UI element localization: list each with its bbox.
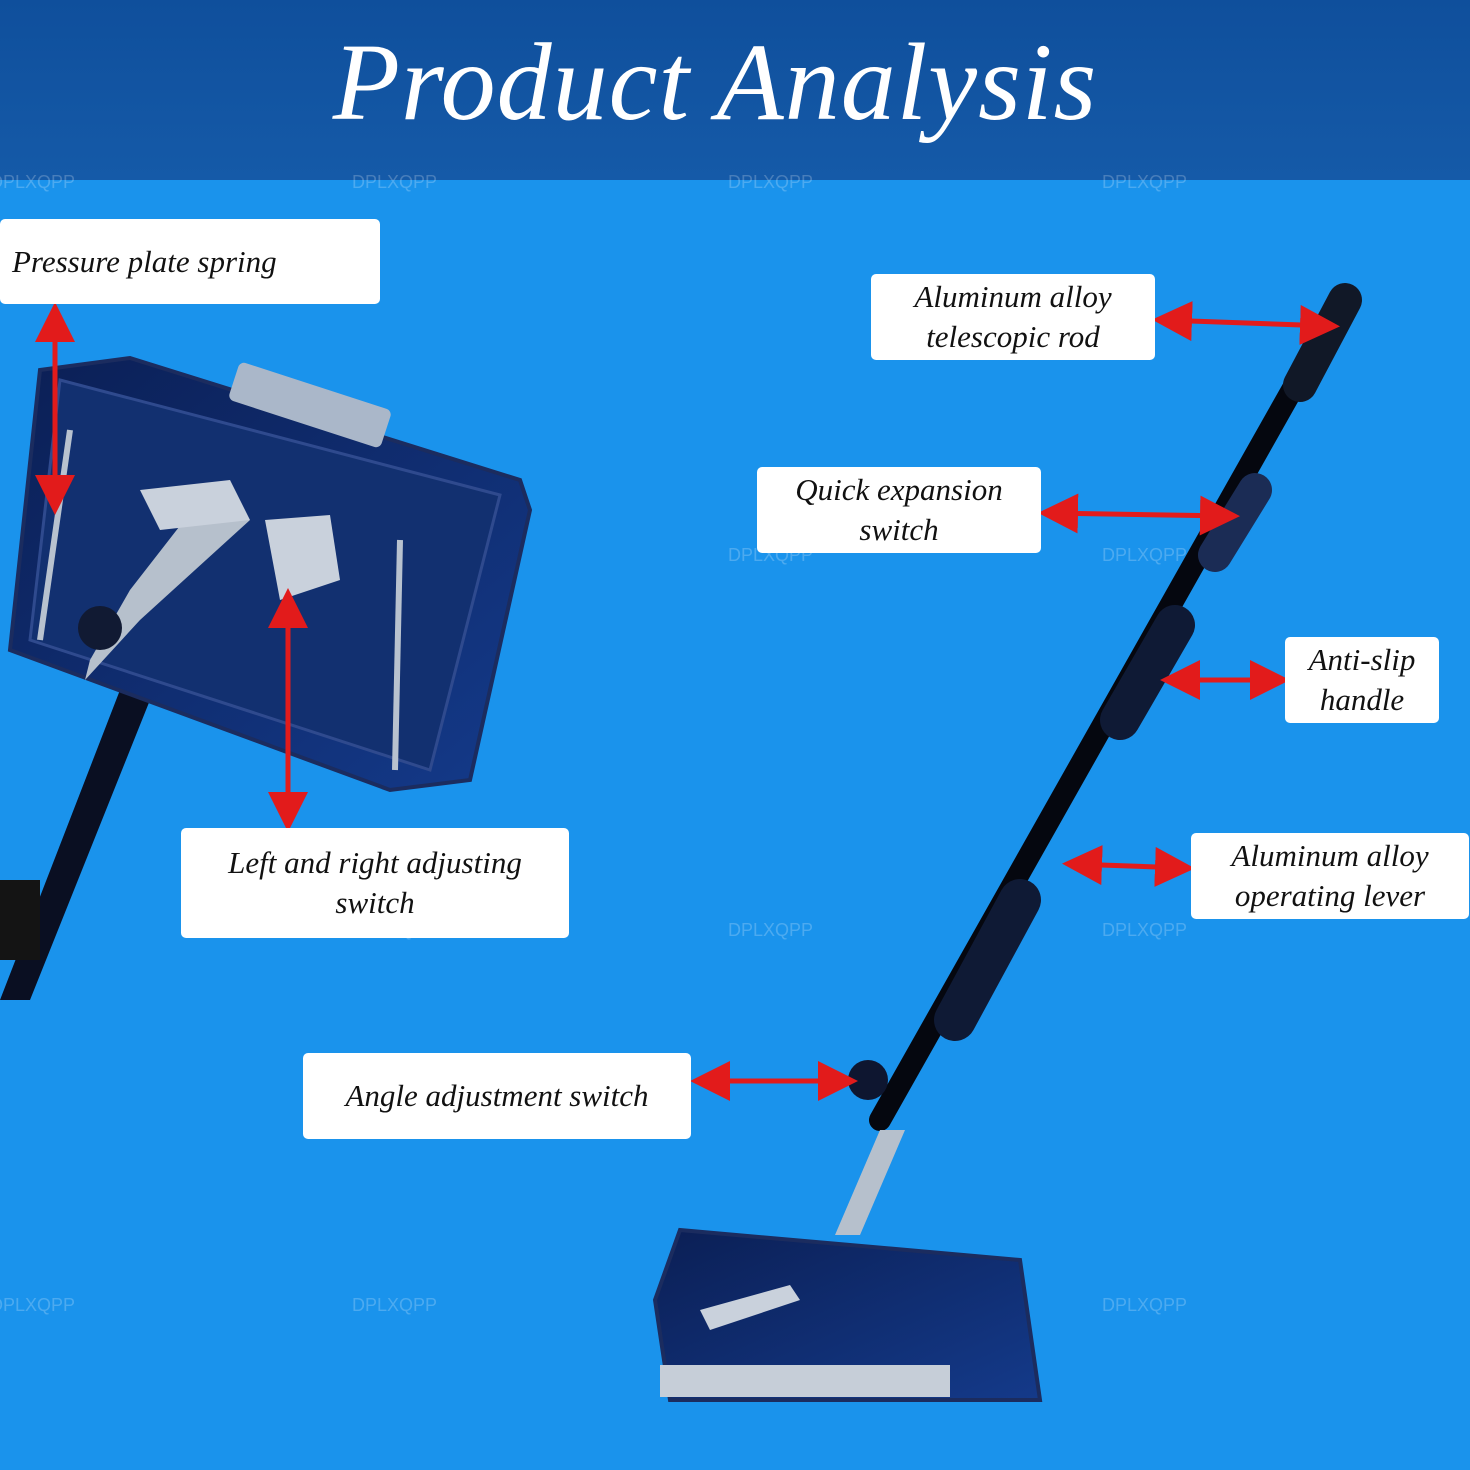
label-text: telescopic rod — [926, 319, 1100, 354]
arrow-quick-expansion — [1038, 493, 1240, 536]
label-text: Left and right adjusting — [228, 845, 522, 880]
label-angle-adjustment: Angle adjustment switch — [303, 1053, 691, 1139]
page-title: Product Analysis — [332, 21, 1098, 143]
watermark: DPLXQPP — [1102, 545, 1188, 565]
title-banner — [0, 0, 1470, 180]
watermark: DPLXQPP — [1102, 172, 1188, 192]
label-text: switch — [859, 512, 939, 547]
label-text: Angle adjustment switch — [345, 1078, 649, 1113]
watermark: DPLXQPP — [0, 172, 76, 192]
watermark: DPLXQPP — [352, 172, 438, 192]
watermark: DPLXQPP — [1102, 1295, 1188, 1315]
label-text: operating lever — [1234, 878, 1426, 913]
flat-box-closeup — [0, 355, 533, 1000]
label-text: handle — [1319, 682, 1405, 717]
label-text: Aluminum alloy — [914, 279, 1112, 314]
watermark: DPLXQPP — [352, 1295, 438, 1315]
label-text: Pressure plate spring — [12, 243, 277, 279]
label-anti-slip: Anti-slip handle — [1285, 637, 1439, 723]
label-quick-expansion: Quick expansion switch — [757, 467, 1041, 553]
arrow-telescopic-rod — [1152, 301, 1340, 345]
label-text: Anti-slip — [1308, 642, 1416, 677]
callout-arrows — [35, 301, 1340, 1101]
label-text: Quick expansion — [795, 472, 1003, 507]
watermark: DPLXQPP — [728, 920, 814, 940]
watermark: DPLXQPP — [0, 1295, 76, 1315]
label-text: Aluminum alloy — [1231, 838, 1429, 873]
watermark: DPLXQPP — [1102, 920, 1188, 940]
arrow-operating-lever — [1062, 845, 1195, 887]
label-left-right-adjusting: Left and right adjusting switch — [181, 828, 569, 938]
label-pressure-plate-spring: Pressure plate spring — [0, 219, 380, 304]
watermark: DPLXQPP — [728, 172, 814, 192]
label-operating-lever: Aluminum alloy operating lever — [1191, 833, 1469, 919]
label-telescopic-rod: Aluminum alloy telescopic rod — [871, 274, 1155, 360]
label-text: switch — [335, 885, 415, 920]
